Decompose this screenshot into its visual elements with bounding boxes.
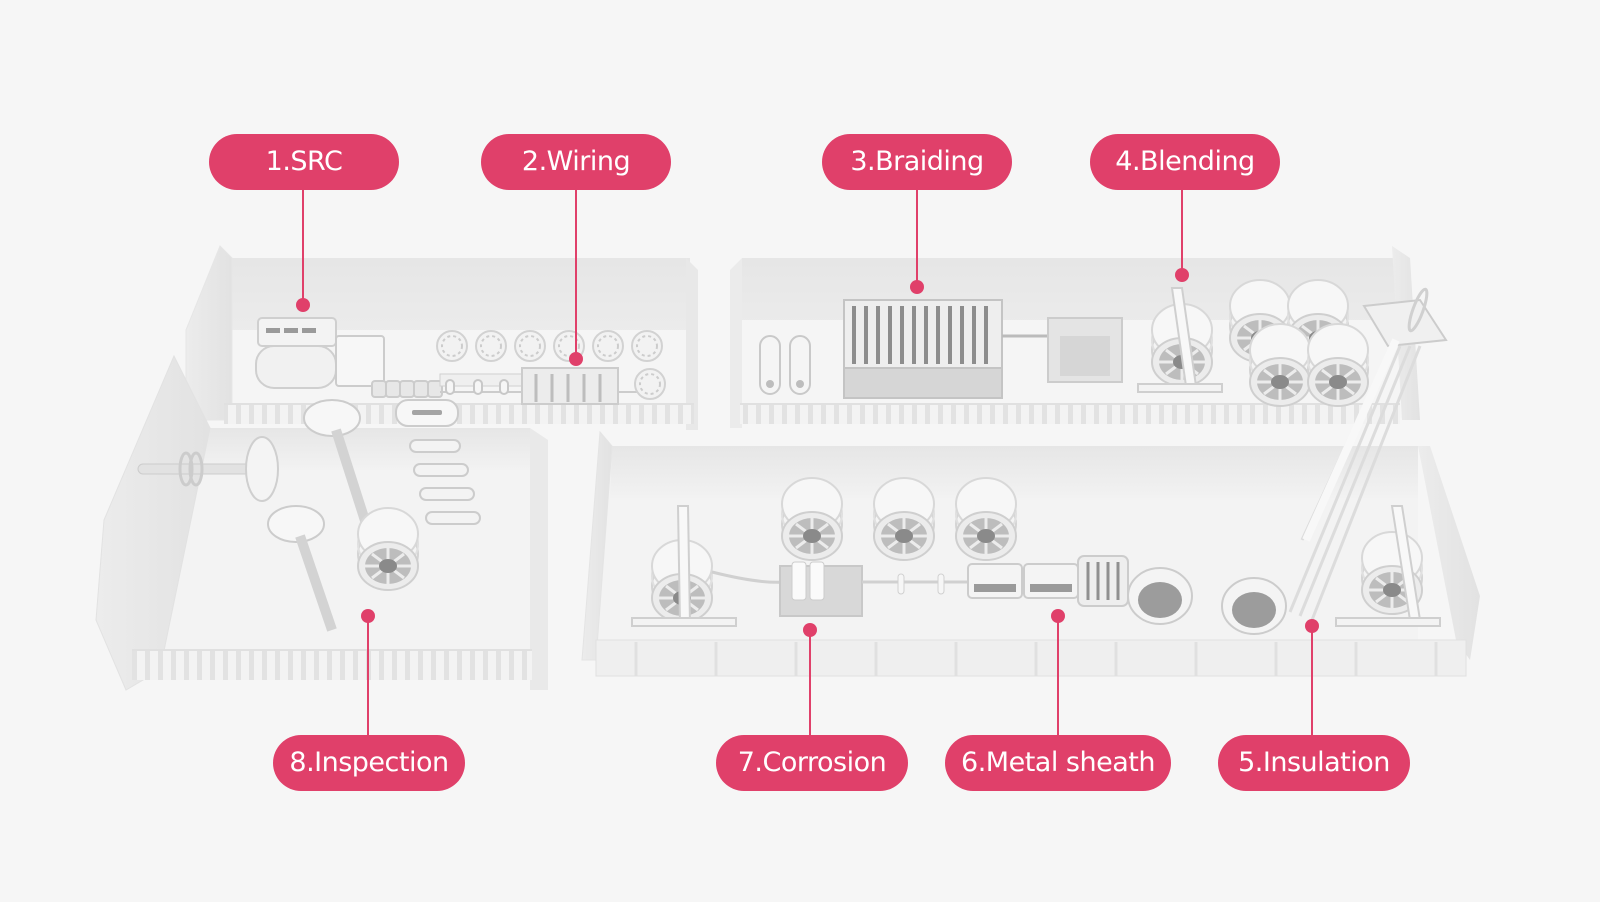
leader-insulation: [1311, 626, 1313, 736]
step-label-src[interactable]: 1.SRC: [209, 134, 399, 190]
marker-metal-sheath[interactable]: [1051, 609, 1065, 623]
step-label-wiring[interactable]: 2.Wiring: [481, 134, 671, 190]
leader-corrosion: [809, 630, 811, 736]
leader-inspection: [367, 616, 369, 736]
step-label-blending[interactable]: 4.Blending: [1090, 134, 1280, 190]
leader-blending: [1181, 188, 1183, 276]
marker-corrosion[interactable]: [803, 623, 817, 637]
step-label-corrosion[interactable]: 7.Corrosion: [716, 735, 908, 791]
marker-braiding[interactable]: [910, 280, 924, 294]
leader-metal-sheath: [1057, 616, 1059, 736]
leader-src: [302, 188, 304, 304]
compartment-lower-line: [581, 338, 1480, 677]
compartment-inspection: [95, 354, 548, 691]
leader-wiring: [575, 188, 577, 360]
marker-wiring[interactable]: [569, 352, 583, 366]
compartment-braiding-blending: [730, 246, 1448, 428]
step-label-braiding[interactable]: 3.Braiding: [822, 134, 1012, 190]
marker-blending[interactable]: [1175, 268, 1189, 282]
marker-insulation[interactable]: [1305, 619, 1319, 633]
step-label-metal-sheath[interactable]: 6.Metal sheath: [945, 735, 1171, 791]
step-label-inspection[interactable]: 8.Inspection: [273, 735, 465, 791]
marker-src[interactable]: [296, 298, 310, 312]
marker-inspection[interactable]: [361, 609, 375, 623]
leader-braiding: [916, 188, 918, 286]
step-label-insulation[interactable]: 5.Insulation: [1218, 735, 1410, 791]
